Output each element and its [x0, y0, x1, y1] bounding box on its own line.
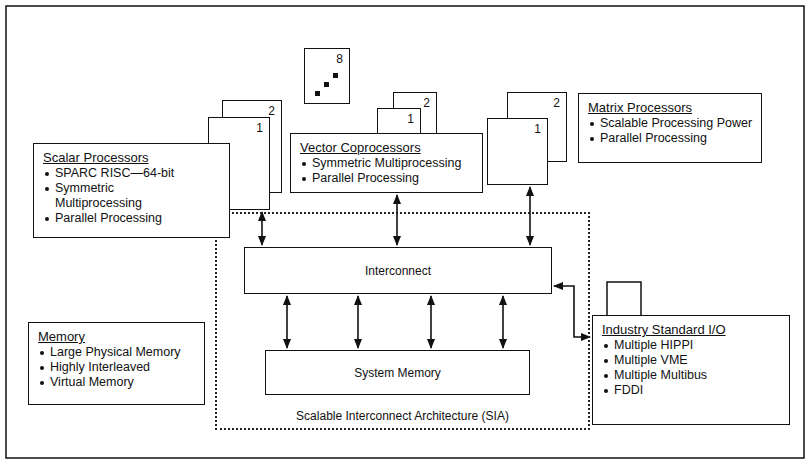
bullet-text: Highly Interleaved — [50, 360, 150, 374]
card-number: 1 — [215, 121, 263, 135]
bullet-text: Large Physical Memory — [50, 345, 181, 359]
connector-arrow — [396, 195, 398, 245]
bullet-text: Parallel Processing — [600, 131, 707, 145]
bullet-item: Multiple HIPPI — [602, 338, 780, 353]
bullet-dot — [40, 381, 44, 385]
bullet-text: Virtual Memory — [50, 375, 134, 389]
bullet-item: Parallel Processing — [300, 171, 473, 186]
bullet-dot — [590, 122, 594, 126]
bullet-item: Multiple Multibus — [602, 368, 780, 383]
bullet-item: Symmetric Multiprocessing — [300, 156, 473, 171]
connector-arrow — [554, 286, 590, 337]
bullet-item: Multiple VME — [602, 353, 780, 368]
text-box: Vector CoprocessorsSymmetric Multiproces… — [290, 133, 483, 193]
block-box: System Memory — [265, 350, 530, 395]
box-heading: Vector Coprocessors — [300, 140, 473, 156]
processor-card: 1 — [487, 118, 548, 185]
outer-frame — [6, 6, 804, 458]
bullet-text: Multiple HIPPI — [614, 338, 693, 352]
box-heading: Industry Standard I/O — [602, 322, 780, 338]
connector-arrow — [430, 296, 432, 348]
dot — [315, 91, 320, 96]
bullet-item: Parallel Processing — [588, 131, 752, 146]
bullet-dot — [40, 351, 44, 355]
bullet-text: Symmetric Multiprocessing — [55, 181, 142, 210]
bullet-item: Scalable Processing Power — [588, 116, 752, 131]
bullet-dot — [590, 137, 594, 141]
connector-arrow — [502, 296, 504, 348]
text-box: Matrix ProcessorsScalable Processing Pow… — [578, 93, 762, 163]
card-number: 2 — [229, 104, 275, 118]
text-box: MemoryLarge Physical MemoryHighly Interl… — [28, 322, 205, 405]
block-label: System Memory — [354, 366, 441, 380]
region-label: Scalable Interconnect Architecture (SIA) — [296, 409, 509, 423]
bullet-dot — [604, 389, 608, 393]
block-label: Interconnect — [365, 264, 431, 278]
box-heading: Matrix Processors — [588, 100, 752, 116]
bullet-text: FDDI — [614, 383, 643, 397]
bullet-dot — [45, 187, 49, 191]
bullet-dot — [45, 217, 49, 221]
bullet-text: Multiple VME — [614, 353, 688, 367]
box-heading: Scalar Processors — [43, 150, 220, 166]
bullet-item: Virtual Memory — [38, 375, 195, 390]
text-box: Industry Standard I/OMultiple HIPPIMulti… — [592, 315, 790, 425]
bullet-text: Parallel Processing — [55, 211, 162, 225]
bullet-dot — [40, 366, 44, 370]
bullet-item: SPARC RISC—64-bit — [43, 166, 195, 181]
bullet-dot — [45, 172, 49, 176]
bullet-dot — [604, 374, 608, 378]
bullet-item: Large Physical Memory — [38, 345, 195, 360]
bullet-text: Parallel Processing — [312, 171, 419, 185]
bullet-text: Multiple Multibus — [614, 368, 707, 382]
bullet-text: Symmetric Multiprocessing — [312, 156, 461, 170]
bullet-item: Symmetric Multiprocessing — [43, 181, 195, 211]
bullet-dot — [302, 177, 306, 181]
bullet-item: FDDI — [602, 383, 780, 398]
connector-arrow — [286, 296, 288, 348]
box-heading: Memory — [38, 329, 195, 345]
bullet-dot — [604, 359, 608, 363]
bullet-dot — [302, 162, 306, 166]
processor-card: 8 — [304, 48, 350, 104]
card-number: 1 — [384, 112, 414, 126]
architecture-region: Scalable Interconnect Architecture (SIA)… — [215, 212, 590, 430]
card-number: 2 — [514, 96, 560, 110]
bullet-text: Scalable Processing Power — [600, 116, 752, 130]
card-number: 1 — [494, 122, 541, 136]
bullet-item: Parallel Processing — [43, 211, 195, 226]
bullet-item: Highly Interleaved — [38, 360, 195, 375]
bullet-dot — [604, 344, 608, 348]
bullet-text: SPARC RISC—64-bit — [55, 166, 174, 180]
connector-arrow — [261, 212, 263, 245]
block-box: Interconnect — [244, 247, 552, 294]
connector-arrow — [529, 187, 531, 245]
text-box: Scalar ProcessorsSPARC RISC—64-bitSymmet… — [33, 143, 230, 238]
connector-arrow — [357, 296, 359, 348]
dot — [333, 73, 338, 78]
dot — [324, 82, 329, 87]
card-number: 8 — [311, 52, 343, 66]
